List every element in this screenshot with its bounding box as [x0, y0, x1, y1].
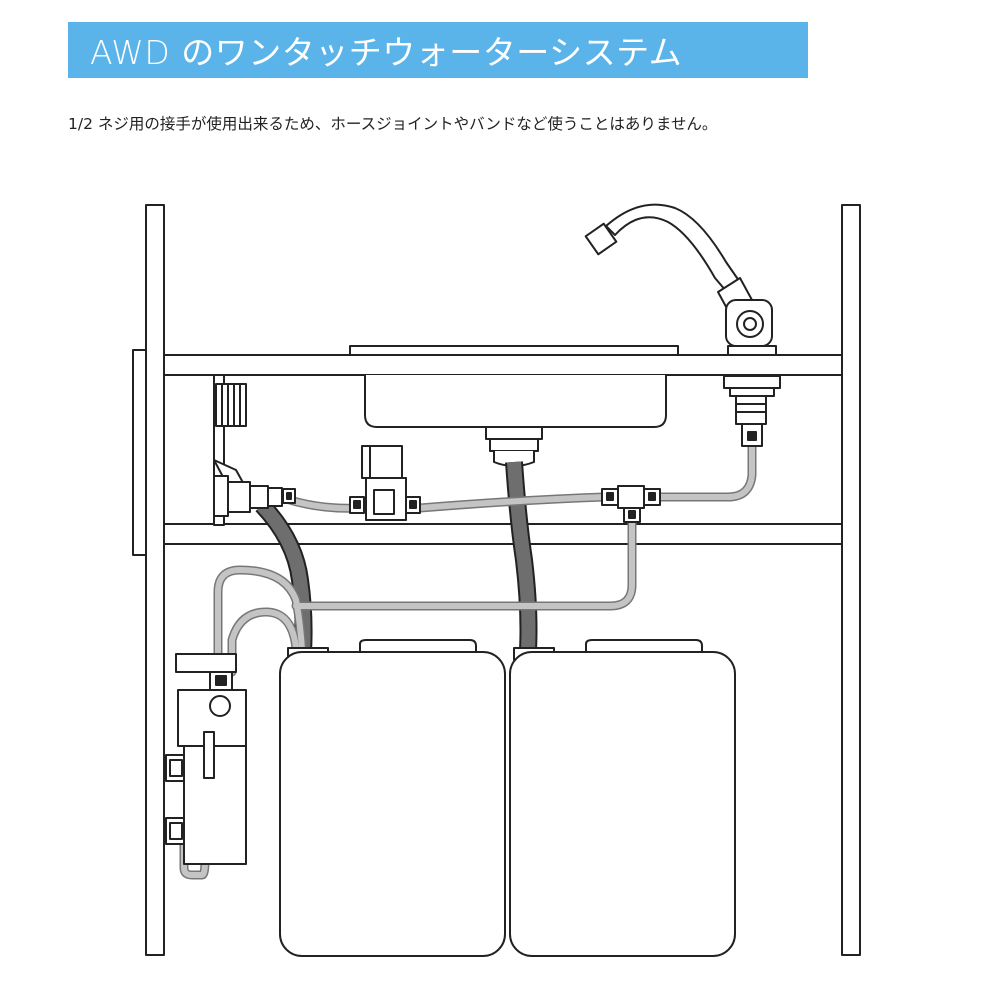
tube-pump-drain: [181, 827, 208, 878]
pump-icon: [165, 653, 247, 865]
water-tank-right: [509, 639, 736, 957]
back-panel: [213, 374, 225, 526]
page-description: 1/2 ネジ用の接手が使用出来るため、ホースジョイントやバンドなど使うことはあり…: [68, 115, 718, 133]
cabinet-left-wall: [145, 204, 165, 956]
cabinet-door-edge: [132, 349, 147, 556]
sink-basin: [364, 375, 667, 428]
tube-pump-to-tank: [215, 567, 305, 675]
inlet-fitting: [213, 459, 296, 517]
sink-rim: [349, 345, 679, 356]
sink-drain-hose: [507, 461, 536, 651]
cabinet: [132, 204, 861, 956]
countertop: [163, 354, 843, 376]
middle-shelf: [163, 523, 843, 545]
water-tank-left: [279, 639, 506, 957]
water-tank-icon: [279, 639, 736, 957]
tube-tee-to-pump: [293, 517, 635, 609]
tube-valve-to-tee: [417, 494, 607, 511]
water-tubes: [181, 442, 755, 878]
cabinet-right-wall: [841, 204, 861, 956]
tee-connector-icon: [601, 485, 661, 523]
tube-tee-to-faucet: [657, 442, 755, 500]
page-title: AWD のワンタッチウォーターシステム: [90, 33, 683, 72]
tube-pump-return: [229, 609, 299, 675]
title-banner: AWD のワンタッチウォーターシステム: [68, 22, 808, 78]
faucet-icon: [584, 203, 781, 447]
solenoid-valve-icon: [349, 445, 421, 521]
drain-trap-icon: [485, 426, 543, 467]
threaded-outlet: [215, 383, 247, 427]
